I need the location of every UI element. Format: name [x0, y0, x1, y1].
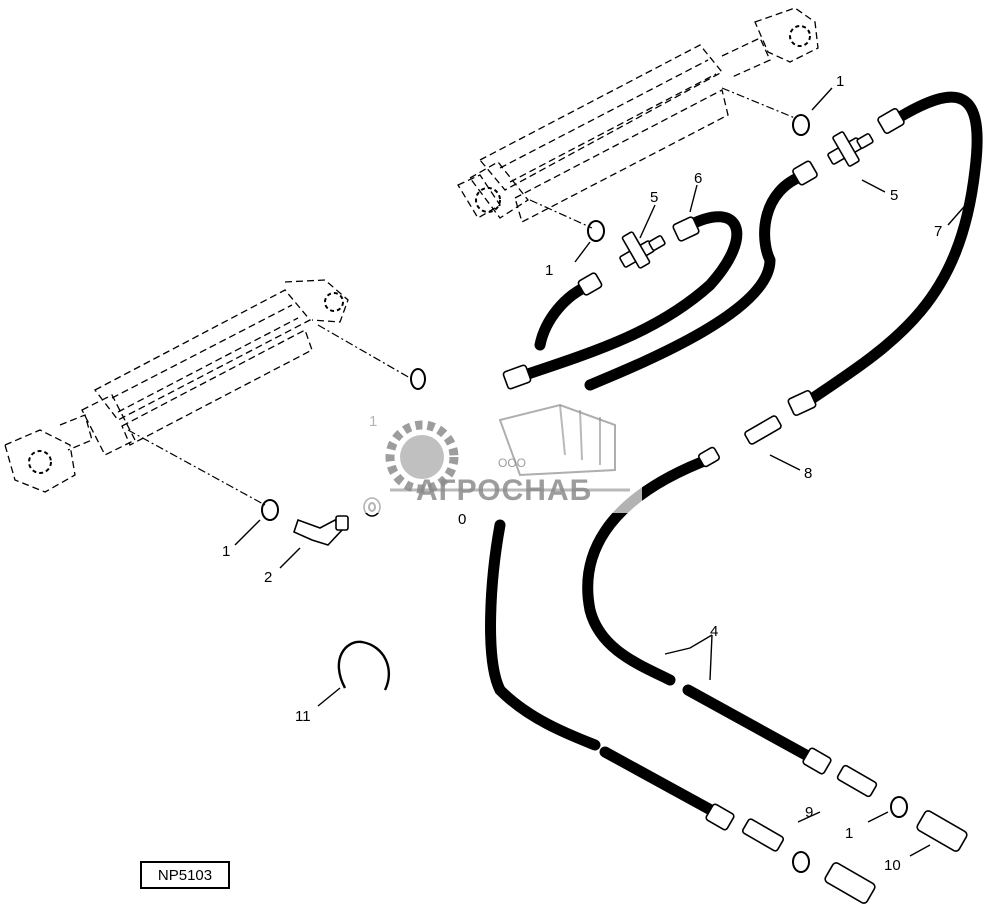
o-ring-left-bottom: [261, 499, 279, 521]
callout-2: 2: [264, 569, 272, 586]
callout-7: 7: [934, 223, 942, 240]
callout-5-right: 5: [890, 187, 898, 204]
hose-7: [804, 91, 983, 406]
lower-hydraulic-cylinder: [4, 279, 349, 493]
callout-10: 10: [884, 857, 901, 874]
reference-code-box: NP5103: [140, 861, 230, 889]
hose-short-left: [534, 279, 596, 351]
oring-leader-lines: [127, 87, 796, 506]
callout-6: 6: [694, 170, 702, 187]
callout-11: 11: [295, 708, 311, 725]
callout-8: 8: [804, 465, 812, 482]
callout-partial: 0: [458, 511, 466, 528]
upper-hydraulic-cylinder: [457, 7, 819, 223]
adapter-fitting-8: [744, 415, 782, 445]
hose-4-left: [485, 519, 601, 751]
callout-1-top-right: 1: [836, 73, 844, 90]
tee-fitting-5-left: [619, 231, 666, 269]
watermark-brand: АГРОСНАБ: [416, 474, 593, 507]
callout-labels: 1 5 5 6 1 7 1 0 8 4 1 2 11 9 1 10: [222, 73, 942, 874]
o-ring-upper-mid: [587, 220, 605, 242]
hoses: [485, 91, 983, 821]
callout-1-lower-right: 1: [845, 825, 853, 842]
retaining-ring-11: [337, 640, 390, 691]
o-ring-top-right: [792, 114, 810, 136]
callout-5-left: 5: [650, 189, 658, 206]
hose-4-right: [582, 452, 718, 686]
callout-4: 4: [710, 623, 718, 640]
callout-1-left-bottom: 1: [222, 543, 230, 560]
adapter-fitting-9: [741, 764, 878, 852]
watermark-logo: [360, 395, 642, 513]
reference-code: NP5103: [157, 866, 213, 884]
o-ring-lower-right-b: [792, 851, 810, 873]
watermark-prefix: ООО: [498, 456, 527, 470]
o-ring-left-mid: [410, 368, 426, 390]
hose-right-tee: [584, 169, 811, 391]
o-rings: [261, 114, 908, 873]
callout-1-upper-mid: 1: [545, 262, 553, 279]
hose-fittings: [502, 108, 905, 831]
o-ring-lower-right-a: [890, 796, 908, 818]
hose-6: [519, 211, 743, 381]
callout-leaders: [234, 87, 971, 857]
tee-fitting-5-right: [827, 131, 874, 167]
adapter-fitting-10: [824, 810, 968, 904]
callout-9: 9: [805, 804, 813, 821]
elbow-fitting-2: [293, 515, 349, 546]
